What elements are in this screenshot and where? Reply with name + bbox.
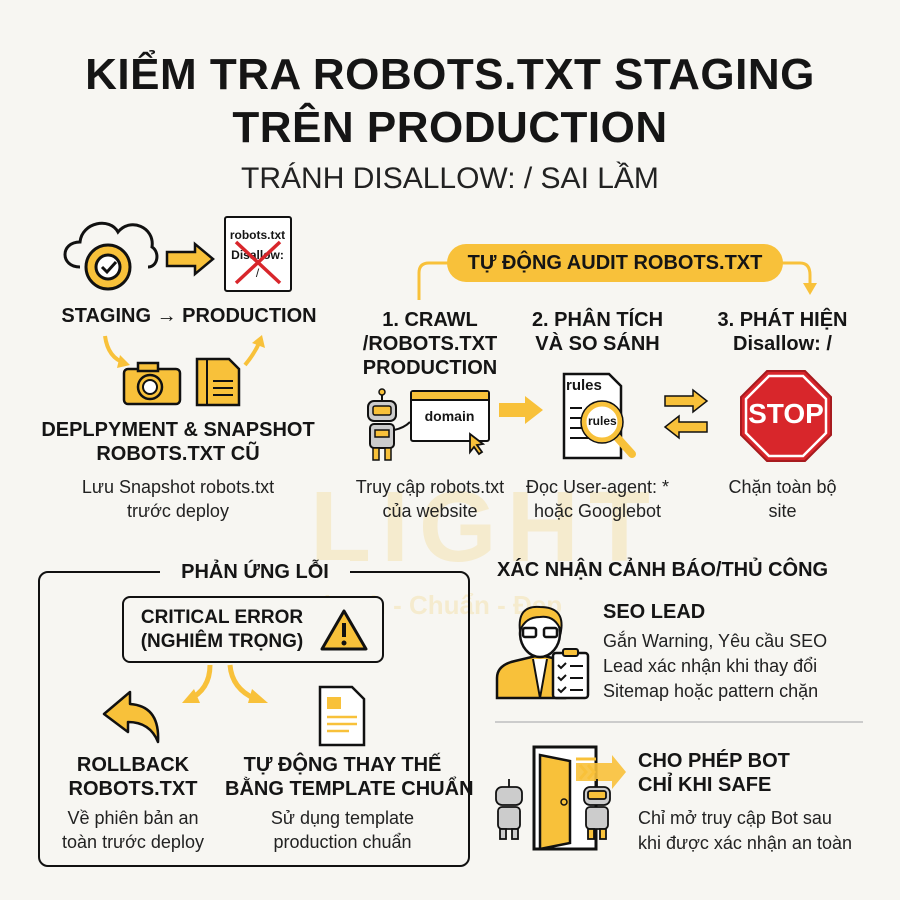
cloud-gear-icon: [63, 221, 159, 291]
replace-title-line1: TỰ ĐỘNG THAY THẾ: [243, 754, 442, 776]
open-door-robots-icon: [495, 745, 626, 851]
rollback-desc-line2: toàn trước deploy: [62, 832, 204, 852]
doc-slash: /: [255, 266, 260, 280]
replace-desc-line2: production chuẩn: [273, 832, 412, 852]
deployment-desc-line1: Lưu Snapshot robots.txt: [81, 477, 275, 497]
seo-desc-line2: Lead xác nhận khi thay đổi: [603, 656, 818, 676]
allow-desc-line2: khi được xác nhận an toàn: [638, 833, 852, 853]
doc-title: robots.txt: [229, 228, 286, 242]
step3-title-line2: Disallow: /: [733, 333, 832, 355]
step2-desc-line2: hoặc Googlebot: [533, 501, 662, 521]
stop-text: STOP: [748, 398, 824, 429]
step3-desc-line2: site: [768, 501, 797, 521]
rules-text-magnified: rules: [588, 414, 617, 428]
person-clipboard-icon: [495, 605, 590, 700]
step3-desc-line1: Chặn toàn bộ: [728, 477, 837, 497]
step2-title-line2: VÀ SO SÁNH: [535, 333, 660, 355]
warning-icon: [320, 609, 368, 651]
arrow-right-icon: [165, 241, 215, 277]
manual-title: XÁC NHẬN CẢNH BÁO/THỦ CÔNG: [497, 559, 829, 581]
critical-line1: CRITICAL ERROR: [140, 607, 304, 628]
rules-text: rules: [566, 377, 602, 394]
swap-arrows-icon: [663, 388, 709, 440]
seo-lead-title: SEO LEAD: [603, 601, 706, 623]
flow-label: STAGING → PRODUCTION: [61, 305, 317, 327]
deployment-title-line2: ROBOTS.TXT CŨ: [96, 443, 260, 465]
crossed-document-icon: robots.txt Disallow: /: [224, 216, 292, 292]
critical-line2: (NGHIÊM TRỌNG): [140, 631, 304, 652]
rollback-desc-line1: Về phiên bản an: [67, 808, 199, 828]
page-subtitle: TRÁNH DISALLOW: / SAI LẦM: [241, 162, 659, 195]
divider: [495, 721, 863, 723]
curved-arrow-icon: [103, 335, 265, 368]
page-title-line1: KIỂM TRA ROBOTS.TXT STAGING: [85, 50, 815, 99]
stop-sign-icon: STOP: [740, 370, 832, 462]
critical-error-box: CRITICAL ERROR (NGHIÊM TRỌNG): [122, 596, 384, 663]
rules-magnifier-icon: rules rules: [562, 372, 642, 467]
robot-browser-icon: domain: [362, 388, 490, 468]
arrow-right-icon: [499, 396, 543, 424]
allow-title-line1: CHO PHÉP BOT: [638, 750, 790, 772]
camera-icon: [122, 361, 182, 406]
audit-bracket-arrow: [417, 261, 817, 300]
step1-title-line2: /ROBOTS.TXT: [362, 333, 498, 355]
step1-desc-line1: Truy cập robots.txt: [355, 477, 505, 497]
allow-title-line2: CHỈ KHI SAFE: [638, 774, 772, 796]
template-document-icon: [318, 685, 366, 747]
deployment-desc-line2: trước deploy: [127, 501, 229, 521]
seo-desc-line3: Sitemap hoặc pattern chặn: [603, 681, 819, 701]
domain-text: domain: [424, 408, 475, 424]
deployment-title-line1: DEPLPYMENT & SNAPSHOT: [41, 419, 315, 441]
step2-title-line1: 2. PHÂN TÍCH: [531, 309, 664, 331]
undo-arrow-icon: [102, 690, 160, 744]
step2-desc-line1: Đọc User-agent: *: [525, 477, 670, 497]
rollback-title-line2: ROBOTS.TXT: [68, 778, 198, 800]
rollback-title-line1: ROLLBACK: [76, 754, 190, 776]
step1-title-line3: PRODUCTION: [362, 357, 498, 379]
step1-desc-line2: của website: [382, 501, 478, 521]
branch-arrows: [182, 664, 268, 703]
error-response-title: PHẢN ỨNG LỖI: [160, 560, 350, 584]
step3-title-line1: 3. PHÁT HIỆN: [717, 309, 848, 331]
replace-title-line2: BẰNG TEMPLATE CHUẨN: [225, 778, 474, 800]
allow-desc-line1: Chỉ mở truy cập Bot sau: [638, 808, 832, 828]
replace-desc-line1: Sử dụng template: [270, 808, 415, 828]
audit-label-pill: TỰ ĐỘNG AUDIT ROBOTS.TXT: [447, 244, 783, 282]
document-icon: [195, 357, 241, 407]
seo-desc-line1: Gắn Warning, Yêu cầu SEO: [603, 631, 828, 651]
page-title-line2: TRÊN PRODUCTION: [232, 103, 668, 152]
step1-title-line1: 1. CRAWL: [382, 309, 478, 331]
